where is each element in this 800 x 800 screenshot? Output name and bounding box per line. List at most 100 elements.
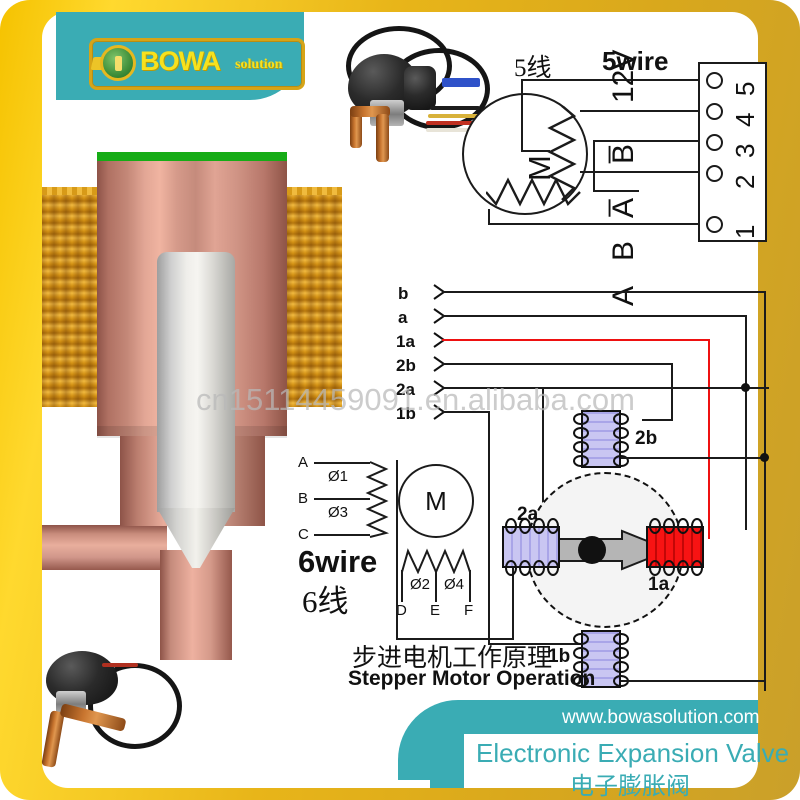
pin-number-3: 3 <box>730 143 760 158</box>
stepper-terminal-2b: 2b <box>396 356 416 375</box>
stepper-terminal-b: b <box>398 284 409 303</box>
stepper-motor-diagram: b a 1a 2b 2a 1b <box>396 282 786 692</box>
six-wire-terminal-c: C <box>298 526 309 543</box>
stepper-terminal-a: a <box>398 308 408 327</box>
terminal-pin-3[interactable] <box>706 134 723 151</box>
bus-wire-1a-red <box>442 339 710 341</box>
green-cap <box>97 152 287 161</box>
six-wire-coil-icon-upper <box>365 461 390 538</box>
wire-lead-3 <box>594 140 698 142</box>
rotor-arrow-icon <box>536 529 672 571</box>
coil-1b-label: 1b <box>548 646 571 667</box>
wire-white <box>426 128 480 132</box>
six-wire-terminal-f: F <box>464 602 474 619</box>
six-wire-terminal-d: D <box>396 602 407 619</box>
wire-center-tap <box>522 150 550 152</box>
wire-common-vert <box>521 79 523 152</box>
wire-red-bottom <box>102 663 138 667</box>
copper-tube-left <box>350 108 362 148</box>
wire-lead-5 <box>521 79 698 81</box>
wire-jog-3b <box>593 190 639 192</box>
valve-coil-photo-top <box>330 22 490 172</box>
winding-horizontal-icon <box>486 177 581 207</box>
emblem-center-icon <box>114 55 122 71</box>
connector-plug <box>442 78 480 87</box>
six-wire-terminal-a: A <box>298 454 309 471</box>
pin-number-5: 5 <box>730 81 760 96</box>
wire-lead-1 <box>488 223 698 225</box>
valve-coil-photo-bottom <box>28 645 193 795</box>
bus-wire-1b <box>442 411 490 413</box>
copper-tube-b1 <box>41 710 65 768</box>
copper-tube-down <box>376 114 389 162</box>
wire-red <box>426 121 480 125</box>
terminal-pin-5[interactable] <box>706 72 723 89</box>
coil-1a-label: 1a <box>648 574 670 595</box>
bus-wire-1a-red-vert <box>708 339 710 539</box>
product-name-cn: 电子膨胀阀 <box>570 774 690 800</box>
left-return-horiz <box>396 638 514 640</box>
bus-wire-2b-vert <box>671 363 673 421</box>
motor-circle-6wire: M <box>398 464 474 538</box>
terminal-pin-4[interactable] <box>706 103 723 120</box>
six-wire-terminal-b: B <box>298 490 309 507</box>
pin-number-1: 1 <box>730 224 760 239</box>
brass-thread-coil-right <box>287 187 342 407</box>
steel-needle <box>157 252 235 512</box>
brand-tagline: solution <box>235 57 283 72</box>
stepper-terminal-1b: 1b <box>396 404 416 423</box>
motor-label-6wire: M <box>425 485 447 516</box>
signal-label-12v: 12V <box>607 49 640 103</box>
five-wire-title-cn: 5线 <box>514 55 552 82</box>
valve-cutaway-illustration <box>42 140 342 660</box>
footer-url[interactable]: www.bowasolution.com <box>562 707 760 728</box>
coil-2b-label: 2b <box>635 428 658 449</box>
bowa-emblem-icon <box>100 45 136 81</box>
terminal-pin-1[interactable] <box>706 216 723 233</box>
product-name-en: Electronic Expansion Valve <box>476 738 790 768</box>
stepper-caption-cn: 步进电机工作原理 <box>352 645 553 672</box>
copper-pipe-horizontal <box>42 525 167 570</box>
six-wire-coil-label-4: Ø4 <box>444 576 465 593</box>
bus-wire-2a-vert <box>542 387 544 524</box>
stepper-terminal-1a: 1a <box>396 332 415 351</box>
six-wire-terminal-e: E <box>430 602 441 619</box>
watermark: cn15114459091.en.alibaba.com <box>196 382 635 417</box>
wire-bottom-return <box>488 209 490 225</box>
pin-number-2: 2 <box>730 174 760 189</box>
terminal-pin-2[interactable] <box>706 165 723 182</box>
header-teal-band: BOWA solution <box>56 12 305 100</box>
stepper-terminal-2a: 2a <box>396 380 415 399</box>
left-return-vert <box>396 460 398 640</box>
coil-1b-winding-icon <box>573 633 629 687</box>
six-wire-coil-label-2: Ø2 <box>410 576 431 593</box>
bus-wire-1b-vert <box>488 411 490 645</box>
six-wire-coil-label-1: Ø1 <box>328 468 349 485</box>
brand-name: BOWA <box>140 46 221 76</box>
six-wire-lead-e <box>435 570 437 602</box>
left-return-up <box>512 526 514 640</box>
wire-lead-4 <box>580 110 698 112</box>
terminal-block-5pin[interactable] <box>698 62 767 242</box>
signal-label-b: B <box>607 240 640 261</box>
bus-wire-a-vert <box>745 315 747 530</box>
six-wire-lead-a <box>314 462 370 464</box>
bus-wire-b-vert <box>764 291 766 691</box>
stepper-caption-en: Stepper Motor Operation <box>348 667 596 690</box>
six-wire-diagram: A B C Ø1 Ø3 6wire 6线 M Ø2 Ø4 D E F <box>298 448 498 628</box>
bus-wire-a <box>442 315 747 317</box>
six-wire-lead-f <box>469 570 471 602</box>
signal-label-bbar: B̅ <box>607 143 640 164</box>
copper-tube-bend <box>350 106 390 117</box>
junction-node-top <box>741 383 750 392</box>
bus-wire-1b-in <box>488 643 580 645</box>
wire-black <box>430 106 480 110</box>
coil-2b-winding-icon <box>573 413 629 467</box>
six-wire-lead-d <box>401 570 403 602</box>
six-wire-title-en: 6wire <box>298 544 378 579</box>
junction-node-right <box>760 453 769 462</box>
five-wire-diagram: 5线 5wire M 12V B̅ A̅ B A <box>452 46 782 306</box>
wire-yellow <box>428 114 480 118</box>
coil-2a-winding-icon <box>505 518 559 576</box>
